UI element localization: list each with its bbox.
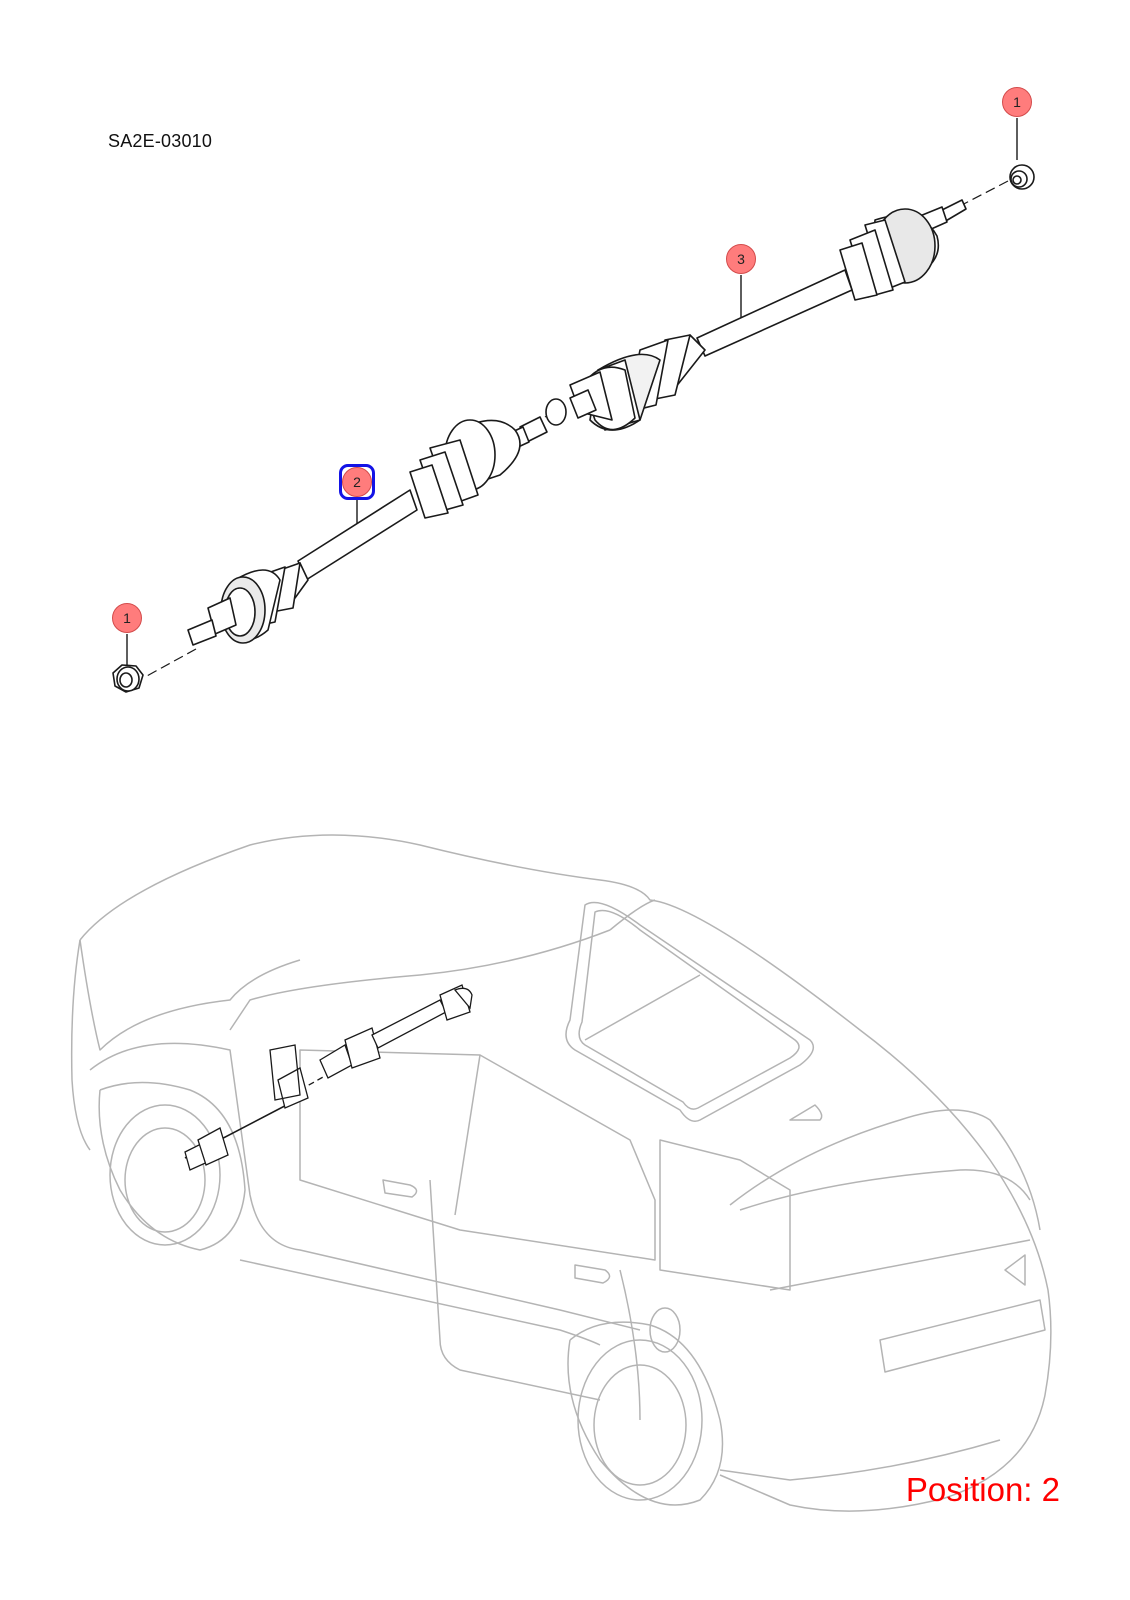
nut-top: [1009, 164, 1035, 190]
intermediate-stub: [509, 389, 597, 449]
callout-1-top[interactable]: 1: [1002, 87, 1032, 117]
left-inner-joint: [409, 419, 521, 519]
diagram-code: SA2E-03010: [108, 131, 213, 151]
vehicle-outline: [70, 834, 1052, 1512]
installed-shaft: [184, 984, 473, 1171]
right-outer-joint: [839, 199, 967, 301]
callout-1-bottom[interactable]: 1: [112, 603, 142, 633]
nut-bottom: [112, 664, 144, 693]
right-inner-joint: [569, 334, 706, 431]
callout-2[interactable]: 2: [342, 467, 372, 497]
position-label: Position: 2: [905, 1471, 1060, 1508]
callout-3[interactable]: 3: [726, 244, 756, 274]
shaft-part-3: [696, 269, 853, 357]
left-outer-joint: [187, 562, 309, 646]
